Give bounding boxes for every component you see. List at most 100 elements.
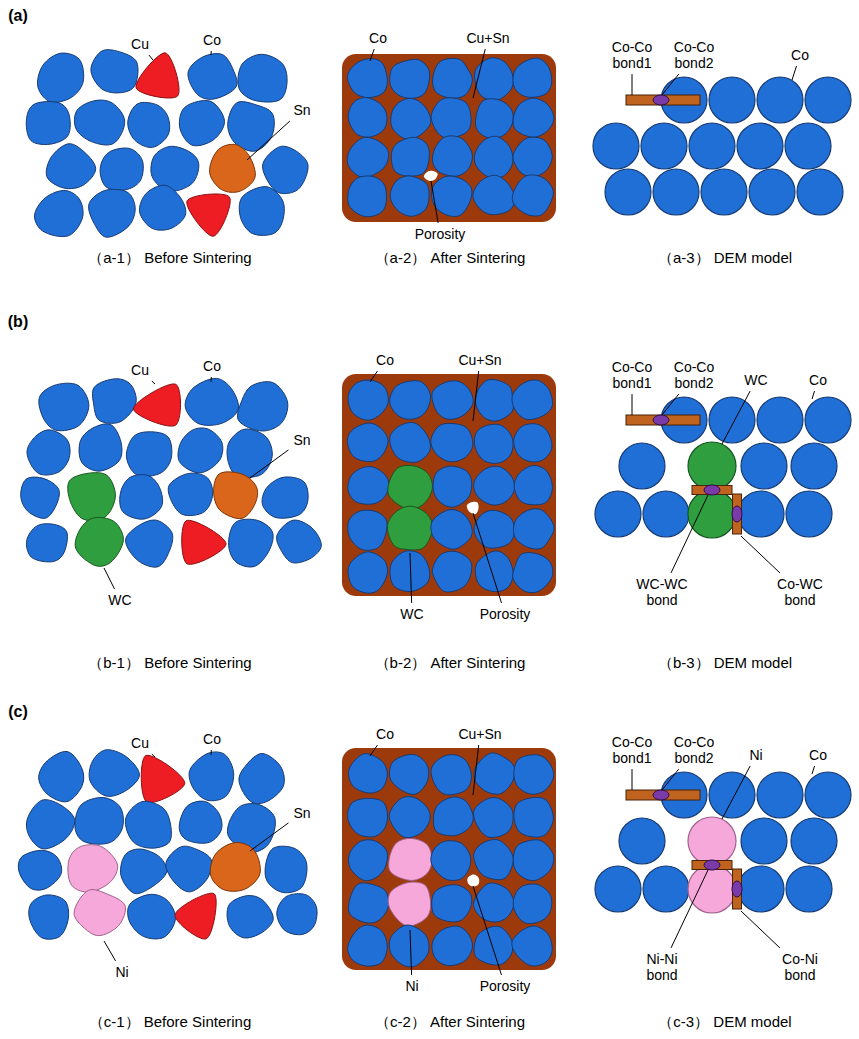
cobalt-particle — [39, 383, 89, 431]
cobalt-particle — [46, 144, 95, 189]
cobalt-particle — [188, 54, 237, 100]
cobalt-particle — [29, 895, 69, 939]
cobalt-particle — [431, 176, 471, 216]
cobalt-particle — [348, 176, 387, 217]
panel-caption: （b-3） DEM model — [656, 654, 794, 671]
material-label: Co — [374, 352, 396, 368]
cobalt-particle — [348, 98, 387, 137]
leader-line — [741, 911, 780, 948]
cobalt-particle — [749, 169, 795, 215]
cobalt-particle — [433, 466, 472, 507]
cobalt-particle — [227, 429, 272, 477]
cobalt-particle — [709, 77, 755, 123]
cobalt-particle — [595, 491, 641, 537]
leader-line — [211, 51, 212, 55]
bond-label: Co-Co bond1 — [605, 39, 659, 71]
bond-contact — [653, 95, 669, 105]
cobalt-particle — [432, 136, 472, 176]
bond-beam — [692, 486, 732, 495]
bond-contact — [732, 881, 742, 897]
cobalt-particle — [228, 102, 275, 152]
leader-line — [370, 371, 377, 382]
bond-contact — [704, 485, 720, 495]
cobalt-particle — [178, 428, 223, 473]
cobalt-particle — [431, 841, 471, 881]
cobalt-particle — [179, 801, 222, 843]
cobalt-particle — [791, 818, 837, 864]
cobalt-particle — [239, 187, 284, 236]
cobalt-particle — [709, 772, 755, 818]
material-label: WC — [742, 372, 769, 388]
cobalt-particle — [390, 176, 429, 216]
cu-sn-binder — [342, 748, 556, 970]
cobalt-particle — [347, 59, 387, 98]
panel-letter: (b) — [6, 313, 30, 331]
cobalt-particle — [348, 840, 387, 881]
cobalt-particle — [92, 379, 136, 424]
cobalt-particle — [179, 101, 224, 146]
cobalt-particle — [347, 137, 388, 177]
material-label: Co — [367, 30, 389, 46]
leader-line — [473, 745, 479, 795]
material-label: Ni — [113, 964, 130, 980]
leader-line — [410, 930, 412, 975]
cobalt-particle — [757, 77, 803, 123]
bond-beam — [626, 95, 700, 105]
cobalt-particle — [34, 190, 83, 236]
cobalt-particle — [26, 800, 74, 849]
cobalt-particle — [431, 423, 473, 461]
cobalt-particle — [757, 772, 803, 818]
cobalt-particle — [514, 424, 552, 462]
cobalt-particle — [805, 772, 851, 818]
leader-line — [473, 513, 502, 603]
bond-beam — [626, 790, 700, 800]
cobalt-particle — [348, 380, 388, 420]
material-label: Co — [201, 32, 223, 48]
cobalt-particle — [89, 750, 139, 797]
nickel-particle — [74, 890, 125, 936]
wc-particle — [688, 442, 736, 490]
panel-caption: （c-2） After Sintering — [373, 1013, 527, 1030]
cobalt-particle — [431, 510, 472, 550]
material-label: Sn — [291, 432, 312, 448]
bond-label: Co-Co bond2 — [667, 734, 721, 766]
binder-matrix — [342, 54, 556, 970]
leader-line — [792, 66, 796, 80]
cobalt-particle — [513, 58, 552, 97]
material-label: Sn — [291, 102, 312, 118]
wc-particle — [387, 506, 432, 550]
cobalt-particle — [512, 175, 553, 216]
cobalt-particle — [797, 169, 843, 215]
cobalt-particle — [473, 175, 515, 214]
cobalt-particle — [27, 430, 70, 475]
bond-contact — [732, 506, 742, 522]
leader-line — [370, 745, 377, 756]
bonds — [626, 95, 742, 909]
cobalt-particle — [128, 894, 176, 939]
bond-contact — [653, 790, 669, 800]
nickel-particle — [388, 882, 430, 926]
leader-line — [431, 181, 438, 223]
bond-label: Co-Co bond1 — [605, 359, 659, 391]
leader-line — [104, 568, 114, 589]
bond-beam — [733, 494, 742, 534]
wc-particle — [388, 465, 433, 509]
cobalt-particle — [791, 443, 837, 489]
nickel-particle — [389, 838, 432, 880]
cobalt-particle — [391, 137, 429, 176]
cobalt-particle — [474, 840, 514, 880]
copper-particle — [187, 194, 230, 236]
copper-particle — [182, 520, 226, 564]
leader-line — [250, 450, 288, 478]
cobalt-particle — [641, 123, 687, 169]
leader-line — [473, 886, 501, 975]
wc-particle — [688, 490, 736, 538]
copper-particle — [136, 53, 179, 98]
cobalt-particle — [619, 443, 665, 489]
tin-particle — [214, 472, 258, 519]
material-label: Co — [789, 47, 811, 63]
cobalt-particle — [741, 818, 787, 864]
cobalt-particle — [475, 99, 513, 138]
bond-label: Co-Ni bond — [769, 951, 831, 983]
cobalt-particle — [389, 925, 429, 967]
